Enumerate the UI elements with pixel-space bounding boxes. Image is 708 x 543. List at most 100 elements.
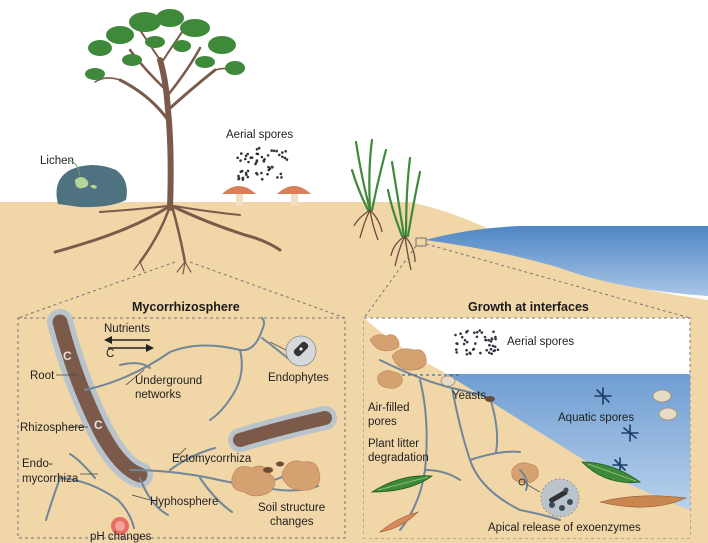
spore-dot <box>257 146 261 150</box>
spore-dot <box>488 343 491 347</box>
spore-dot <box>272 149 276 153</box>
right-soil <box>364 318 690 538</box>
spore-dot <box>266 154 270 157</box>
spore-dot <box>465 330 468 334</box>
aerial-spores-top <box>236 146 289 181</box>
spore-dot <box>260 177 264 181</box>
spore-dot <box>247 160 250 164</box>
spore-dot <box>237 174 240 178</box>
spore-dot <box>487 338 491 342</box>
spore-dot <box>268 167 272 170</box>
spore-dot <box>462 342 466 346</box>
endophyte-inset <box>269 335 317 367</box>
spore-dot <box>484 338 488 342</box>
root-main <box>52 314 148 483</box>
spore-dot <box>284 150 288 153</box>
spore-dot <box>239 159 242 162</box>
tree-foliage <box>85 9 245 80</box>
spore-dot <box>278 153 281 157</box>
spore-dot <box>488 351 491 355</box>
spore-dot <box>239 170 243 174</box>
air-filled-pores-label-1: Air-filled <box>368 402 410 414</box>
spore-dot <box>246 175 250 179</box>
spore-dot <box>244 154 248 158</box>
spore-dot <box>478 329 482 332</box>
spore-dot <box>455 348 458 351</box>
spore-dot <box>246 169 250 173</box>
zoom-lines <box>17 243 691 319</box>
spore-dot <box>455 351 459 354</box>
nutrients-label: Nutrients <box>104 323 150 335</box>
spore-dot <box>260 155 264 159</box>
yeast-cells <box>440 375 678 421</box>
spore-dot <box>492 349 496 353</box>
aquatic-spores <box>594 387 639 473</box>
root-secondary <box>233 411 332 447</box>
spore-dot <box>262 160 266 163</box>
carbon-flow-label: C <box>106 348 114 360</box>
spore-dot <box>279 172 283 176</box>
root-carbon-2: C <box>94 418 103 432</box>
underground-networks-label-2: networks <box>135 389 181 401</box>
spore-dot <box>275 149 279 153</box>
plant-litter-label-2: degradation <box>368 452 429 464</box>
grass-plants <box>350 138 422 238</box>
spore-dot <box>463 338 467 342</box>
growth-title: Growth at interfaces <box>468 300 589 314</box>
aquatic-spores-label: Aquatic spores <box>558 412 634 424</box>
spore-dot <box>483 335 487 339</box>
underground-networks-label-1: Underground <box>135 375 202 387</box>
aerial-spores-right <box>454 329 500 356</box>
exoenzyme-inset <box>540 478 580 518</box>
spore-dot <box>465 340 469 344</box>
spore-dot <box>244 157 247 161</box>
endomycorrhiza-label-1: Endo- <box>22 458 53 470</box>
spore-dot <box>492 330 495 334</box>
mycorrhizosphere-panel: Mycorrhizosphere C C <box>17 300 346 543</box>
ph-changes-label: pH changes <box>90 531 152 543</box>
spore-dot <box>490 337 494 341</box>
spore-dot <box>475 331 479 334</box>
spore-dot <box>490 352 494 356</box>
spore-dot <box>494 337 497 341</box>
ectomycorrhiza-label: Ectomycorrhiza <box>172 453 252 465</box>
soil-structure-label-2: changes <box>270 516 314 528</box>
lichen-label: Lichen <box>40 155 74 167</box>
spore-dot <box>244 171 248 175</box>
spore-dot <box>479 351 482 355</box>
plant-litter-leaves <box>370 461 688 533</box>
leader-lines <box>56 369 187 501</box>
root-label: Root <box>30 370 55 382</box>
endophytes-label: Endophytes <box>268 372 329 384</box>
water-body <box>425 226 708 296</box>
soil-structure-label-1: Soil structure <box>258 502 325 514</box>
spore-dot <box>240 152 243 155</box>
spore-dot <box>281 155 284 159</box>
spore-dot <box>485 348 489 352</box>
spore-dot <box>454 333 457 337</box>
aerial-spores-label-top: Aerial spores <box>226 129 293 141</box>
aerial-spores-label-right: Aerial spores <box>507 336 574 348</box>
hyphal-network <box>45 317 319 529</box>
mycorrhizosphere-title: Mycorrhizosphere <box>132 300 240 314</box>
spore-dot <box>465 348 468 352</box>
spore-dot <box>270 149 274 152</box>
spore-dot <box>491 344 495 348</box>
spore-dot <box>489 347 493 351</box>
spore-dot <box>456 342 459 346</box>
spore-dot <box>473 331 476 335</box>
spore-dot <box>465 352 469 356</box>
spore-dot <box>489 340 493 343</box>
spore-dot <box>459 332 462 336</box>
plant-litter-label-1: Plant litter <box>368 438 419 450</box>
lichen-rock <box>56 165 127 208</box>
tree-roots <box>53 204 282 275</box>
spore-dot <box>255 148 259 151</box>
right-soil-aggregates <box>369 334 539 484</box>
rhizosphere-label: Rhizosphere <box>20 422 85 434</box>
spore-dot <box>468 351 472 355</box>
spore-dot <box>266 172 269 176</box>
growth-at-interfaces-panel: Growth at interfaces Aerial spores <box>363 300 691 539</box>
